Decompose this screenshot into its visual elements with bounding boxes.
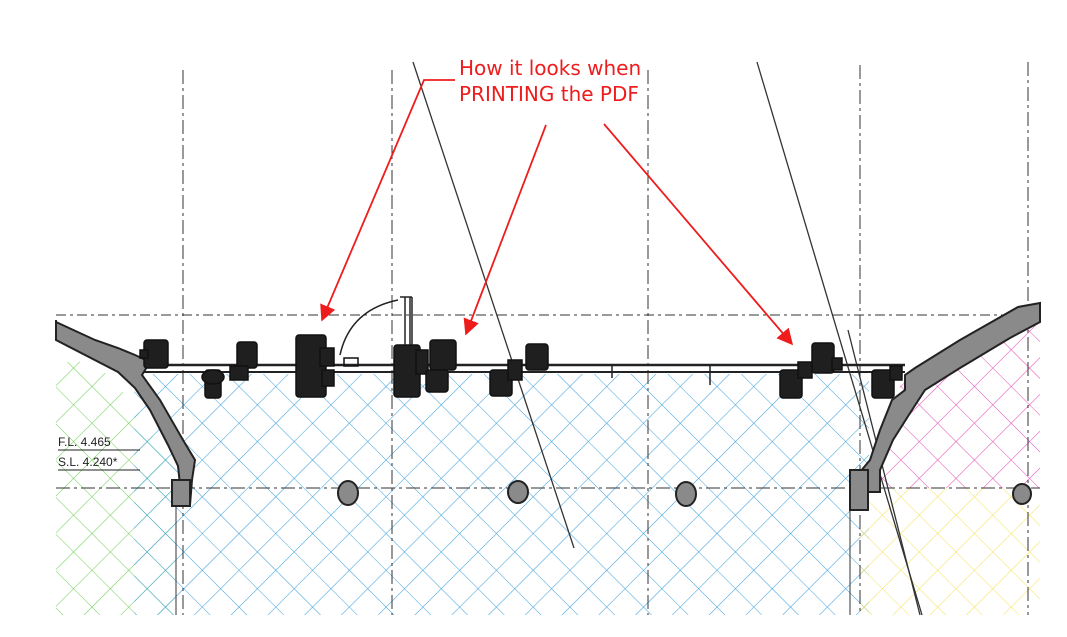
- blue-hatch-region: [134, 374, 869, 615]
- fl-label: F.L. 4.465: [58, 435, 111, 449]
- equipment-symbols: [139, 334, 903, 399]
- equipment-symbol: [429, 339, 457, 371]
- round-column: [675, 481, 697, 507]
- equipment-symbol: [507, 359, 523, 381]
- equipment-symbol: [201, 369, 225, 385]
- magenta-hatch-region: [872, 320, 1040, 488]
- equipment-symbol: [871, 369, 895, 399]
- equipment-symbol: [139, 349, 149, 359]
- equipment-symbol: [525, 343, 549, 371]
- equipment-symbol: [343, 357, 359, 367]
- round-column: [507, 480, 529, 504]
- annotation-arrow: [463, 124, 547, 336]
- equipment-symbol: [425, 369, 449, 393]
- annotation-line-1: How it looks when: [459, 56, 642, 80]
- equipment-symbol: [321, 369, 335, 387]
- equipment-symbol: [797, 361, 813, 379]
- equipment-symbol: [229, 365, 249, 381]
- sl-label: S.L. 4.240*: [58, 455, 118, 469]
- round-column: [1012, 483, 1032, 505]
- left-wall: [55, 320, 197, 507]
- annotation-arrow: [603, 123, 794, 346]
- annotation-arrows: [320, 79, 794, 346]
- equipment-symbol: [779, 369, 803, 399]
- annotation-note: How it looks when PRINTING the PDF: [459, 55, 719, 107]
- riser-pipe: [339, 296, 413, 356]
- equipment-symbol: [415, 349, 429, 375]
- equipment-symbol: [489, 369, 513, 397]
- annotation-arrow: [320, 79, 455, 322]
- equipment-symbol: [889, 365, 903, 381]
- equipment-symbol: [236, 341, 258, 369]
- equipment-symbol: [319, 347, 335, 367]
- hatch-regions: [56, 320, 1040, 615]
- diagonal-lines: [412, 61, 923, 616]
- annotation-line-2: PRINTING the PDF: [459, 82, 639, 106]
- round-columns: [337, 480, 1032, 507]
- level-labels: F.L. 4.465 S.L. 4.240*: [58, 435, 140, 471]
- equipment-symbol: [831, 357, 843, 371]
- equipment-symbol: [811, 342, 835, 374]
- right-wall: [849, 301, 1041, 511]
- round-column: [337, 480, 359, 506]
- yellow-hatch-region: [860, 488, 1040, 615]
